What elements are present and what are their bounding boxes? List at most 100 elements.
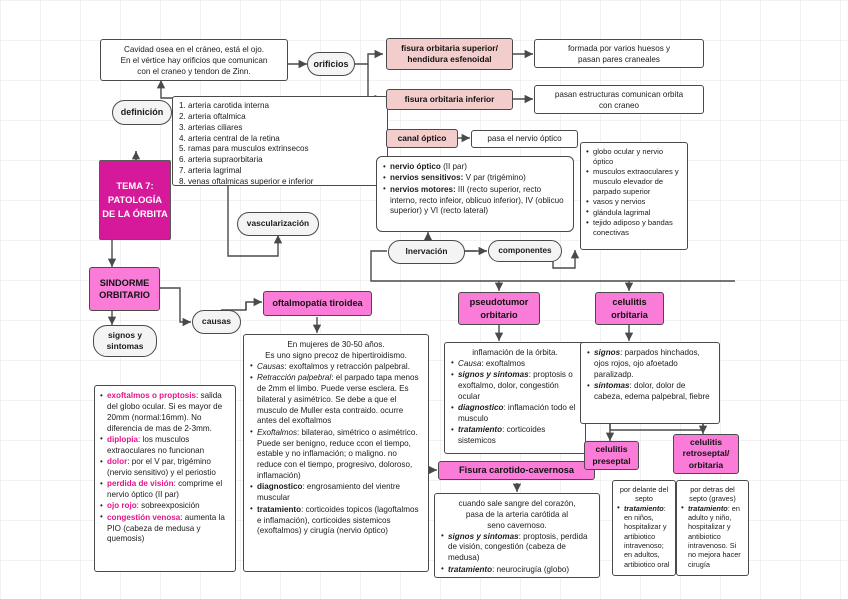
list-item-rest: : parpados hinchados, ojos rojos, ojo af… [594, 348, 700, 379]
fisura-carotido-head-1: cuando sale sangre del corazón, [458, 499, 576, 508]
vascularizacion-list: 1. arteria carotida interna 2. arteria o… [179, 101, 381, 188]
retroseptal-detail-box: por detras del septo (graves) tratamient… [676, 480, 749, 576]
list-item: síntomas: dolor, dolor de cabeza, edema … [587, 381, 713, 403]
node-pseudotumor-label: pseudotumor orbitario [469, 297, 529, 320]
list-item: perdida de visión: comprime el nervio óp… [100, 479, 230, 501]
node-tema-principal[interactable]: TEMA 7: PATOLOGÍA DE LA ÓRBITA [99, 160, 171, 240]
list-item-lead: diagnostico [257, 482, 303, 492]
list-item-rest: : comprime el nervio óptico (II par) [107, 479, 223, 500]
list-item: dolor: por el V par, trigémino (nervio s… [100, 457, 230, 479]
node-pseudotumor-orbitario[interactable]: pseudotumor orbitario [458, 292, 540, 325]
node-vascularizacion[interactable]: vascularización [237, 212, 319, 236]
fisura-inferior-description: pasan estructuras comunican orbita con c… [534, 85, 704, 114]
list-item-rest: (II par) [440, 162, 467, 171]
list-item: diagnostico: inflamación todo el musculo [451, 403, 579, 425]
list-item-rest: : exoftalmos [481, 358, 526, 368]
oftalmopatia-head-line-2: Es uno signo precoz de hipertiroidismo. [265, 350, 407, 360]
pseudotumor-detail-box: inflamación de la órbita. Causa: exoftal… [444, 342, 586, 454]
list-item-lead: congestión venosa [107, 512, 181, 522]
list-item: 3. arterias ciliares [179, 122, 243, 132]
node-fisura-orbitaria-inferior[interactable]: fisura orbitaria inferior [386, 89, 513, 110]
list-item-lead: signos y sintomas [448, 531, 519, 541]
retroseptal-head: por detras del septo (graves) [689, 485, 736, 504]
inervacion-list: nervio óptico (II par) nervios sensitivo… [383, 162, 567, 217]
list-item-rest: V par (trigémino) [463, 173, 526, 183]
list-item-lead: dolor [107, 457, 128, 467]
list-item: tratamiento: corticoides sistemicos [451, 425, 579, 447]
node-celulitis-preseptal[interactable]: celulitis preseptal [584, 441, 639, 470]
list-item-rest: III (recto superior, recto interno, rect… [390, 184, 564, 216]
list-item: signos: parpados hinchados, ojos rojos, … [587, 348, 713, 381]
list-item: tejido adiposo y bandas conectivas [586, 218, 682, 238]
node-tema-label: TEMA 7: PATOLOGÍA DE LA ÓRBITA [102, 179, 168, 220]
list-item-lead: Causa [458, 358, 482, 368]
node-oftalmopatia-label: oftalmopatía tiroidea [272, 298, 363, 309]
list-item: tratamiento: neurocirugía (globo) [441, 564, 593, 576]
node-orificios[interactable]: orificios [307, 52, 355, 76]
list-item-rest: : los musculos extraoculares no funciona… [107, 434, 205, 455]
node-signos-y-sintomas[interactable]: signos y sintomas [93, 325, 157, 357]
fisura-inferior-desc-line-1: pasan estructuras comunican orbita [554, 90, 684, 99]
list-item: globo ocular y nervio óptico [586, 147, 682, 167]
node-fisura-carotido-label: Fisura carotido-cavernosa [459, 465, 574, 476]
list-item-lead: nervios sensitivos: [390, 173, 464, 183]
node-inervacion[interactable]: Inervación [388, 240, 465, 264]
fisura-superior-desc-line-1: formada por varios huesos y [567, 44, 671, 53]
signos-sintomas-list: exoftalmos o proptosis: salida del globo… [100, 390, 230, 545]
list-item: signos y sintomas: proptosis o exoftalmo… [451, 370, 579, 403]
oftalmopatia-detail-box: En mujeres de 30-50 años. Es uno signo p… [243, 334, 429, 572]
node-fisura-inferior-label: fisura orbitaria inferior [404, 93, 495, 104]
celulitis-list: signos: parpados hinchados, ojos rojos, … [587, 348, 713, 403]
list-item-rest: : corticoides topicos (lagoftalmos e inf… [257, 504, 419, 536]
definicion-description-box: Cavidad osea en el cráneo, está el ojo. … [100, 39, 288, 81]
list-item-rest: : por el V par, trigémino (nervio sensit… [107, 457, 216, 477]
list-item-rest: : proptosis, perdida de visión, congesti… [448, 531, 588, 563]
fisura-superior-description: formada por varios huesos y pasan pares … [534, 39, 704, 68]
node-oftalmopatia-tiroidea[interactable]: oftalmopatía tiroidea [263, 291, 372, 316]
fisura-carotido-head-3: seno cavernoso. [487, 520, 547, 530]
list-item: signos y sintomas: proptosis, perdida de… [441, 531, 593, 565]
node-definicion[interactable]: definición [112, 100, 172, 125]
node-fisura-carotido-cavernosa[interactable]: Fisura carotido-cavernosa [438, 461, 595, 480]
list-item: diagnostico: engrosamiento del vientre m… [250, 482, 422, 504]
list-item: glándula lagrimal [586, 207, 682, 218]
list-item-rest: : corticoides sistemicos [458, 425, 546, 446]
list-item: vasos y nervios [586, 197, 682, 207]
list-item: Causa: exoftalmos [451, 358, 579, 370]
definicion-line-2: En el vértice hay orificios que comunica… [120, 55, 268, 65]
list-item-rest: : el parpado tapa menos de 2mm el limbo.… [257, 373, 419, 426]
list-item: nervios sensitivos: V par (trigémino) [383, 173, 567, 184]
list-item: ojo rojo: sobreexposición [100, 501, 230, 512]
fisura-carotido-list: signos y sintomas: proptosis, perdida de… [441, 531, 593, 576]
node-celulitis-orbitaria-label: celulitis orbitaria [611, 297, 648, 320]
node-causas-label: causas [201, 316, 232, 327]
retroseptal-list: tratamiento: en adulto y niño, hospitali… [681, 503, 744, 569]
preseptal-detail-box: por delante del septo tratamiento: en ni… [612, 480, 676, 576]
node-causas[interactable]: causas [192, 310, 241, 334]
list-item-lead: perdida de visión [107, 479, 174, 489]
componentes-list-box: globo ocular y nervio óptico musculos ex… [580, 142, 688, 250]
node-fisura-orbitaria-superior[interactable]: fisura orbitaria superior/ hendidura esf… [386, 38, 513, 70]
list-item-lead: tratamiento [688, 503, 728, 513]
node-componentes[interactable]: componentes [488, 240, 562, 262]
list-item-lead: tratamiento [448, 564, 493, 574]
list-item-lead: signos y sintomas [458, 370, 529, 380]
node-definicion-label: definición [120, 107, 164, 118]
celulitis-detail-box: signos: parpados hinchados, ojos rojos, … [580, 342, 720, 424]
list-item-rest: : exoftalmos y retracción palpebral. [284, 361, 410, 371]
list-item-rest: : en adulto y niño, hospitalizar y antib… [688, 503, 741, 569]
node-fisura-superior-label: fisura orbitaria superior/ hendidura esf… [401, 42, 498, 64]
node-celulitis-orbitaria[interactable]: celulitis orbitaria [595, 292, 664, 325]
list-item: Retracción palpebral: el parpado tapa me… [250, 373, 422, 427]
list-item: tratamiento: en adulto y niño, hospitali… [681, 503, 744, 569]
node-sindrome-orbitario[interactable]: SINDORME ORBITARIO [89, 267, 160, 311]
list-item-lead: Retracción palpebral [257, 373, 332, 383]
node-canal-optico[interactable]: canal óptico [386, 129, 458, 148]
node-celulitis-retroseptal[interactable]: celulitis retroseptal/ orbitaria [673, 434, 739, 474]
componentes-list: globo ocular y nervio óptico musculos ex… [586, 147, 682, 238]
list-item-lead: exoftalmos o proptosis [107, 391, 197, 400]
list-item: tratamiento: corticoides topicos (lagoft… [250, 504, 422, 538]
inervacion-detail-box: nervio óptico (II par) nervios sensitivo… [376, 156, 574, 232]
list-item: 5. ramas para musculos extrinsecos [179, 144, 309, 154]
list-item: diplopia: los musculos extraoculares no … [100, 434, 230, 457]
